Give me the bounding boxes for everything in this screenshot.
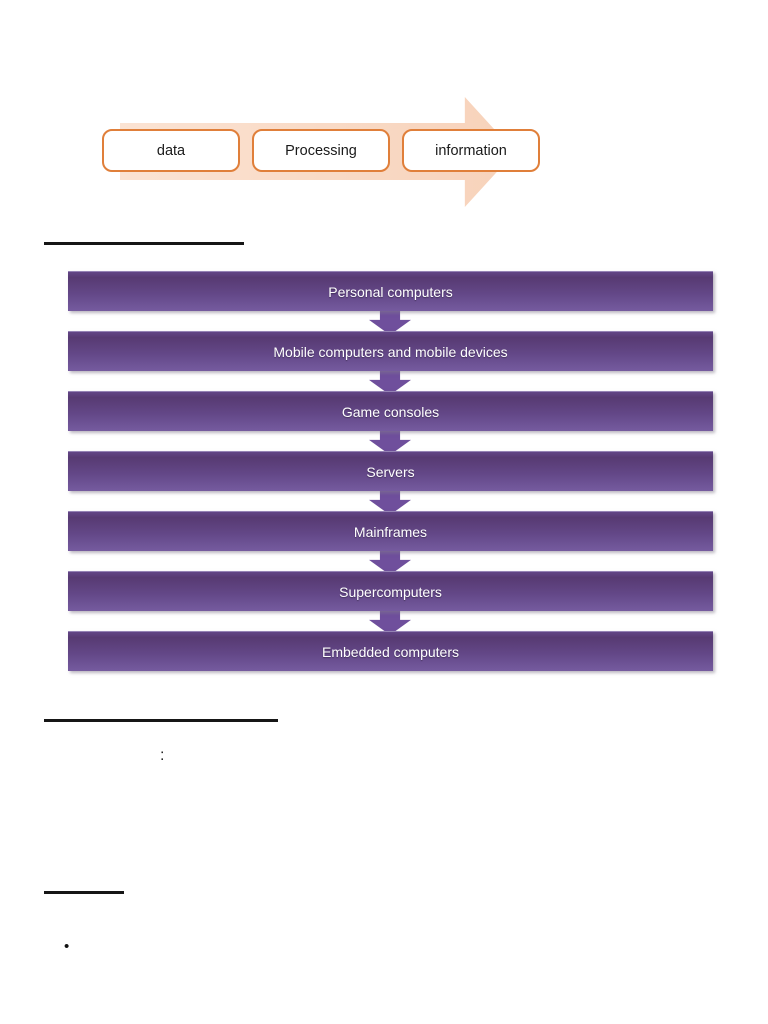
list-bullet: • <box>64 938 70 955</box>
type-box-servers: Servers <box>68 451 713 491</box>
type-box-supercomputers: Supercomputers <box>68 571 713 611</box>
flow-step-label: data <box>156 142 186 159</box>
type-box-mainframes: Mainframes <box>68 511 713 551</box>
type-box-label: Servers <box>366 463 415 480</box>
type-box-label: Mobile computers and mobile devices <box>273 343 508 360</box>
type-box-label: Embedded computers <box>322 643 459 660</box>
flow-step-information: information <box>402 129 540 172</box>
heading-underline-1 <box>44 242 244 245</box>
type-box-game-consoles: Game consoles <box>68 391 713 431</box>
type-box-label: Supercomputers <box>339 583 442 600</box>
flow-step-data: data <box>102 129 240 172</box>
heading-underline-2 <box>44 719 278 722</box>
colon-text: : <box>160 747 165 764</box>
type-box-personal-computers: Personal computers <box>68 271 713 311</box>
type-box-embedded-computers: Embedded computers <box>68 631 713 671</box>
heading-underline-3 <box>44 891 124 894</box>
type-box-label: Mainframes <box>353 523 428 540</box>
type-box-label: Game consoles <box>341 403 440 420</box>
flow-step-label: information <box>435 142 507 159</box>
flow-step-label: Processing <box>285 142 357 159</box>
flow-step-processing: Processing <box>252 129 390 172</box>
type-box-mobile-computers: Mobile computers and mobile devices <box>68 331 713 371</box>
type-box-label: Personal computers <box>328 283 453 300</box>
